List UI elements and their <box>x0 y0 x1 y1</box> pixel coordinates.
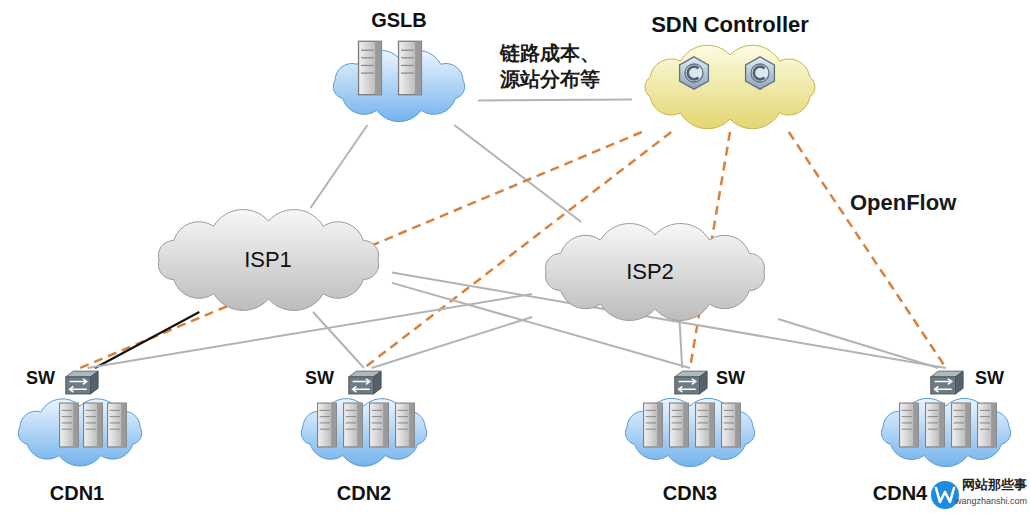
server-icon <box>722 403 741 447</box>
cloud-node: CDN3 <box>612 368 768 505</box>
cloud-outline <box>645 45 815 128</box>
cloud-node: SDN Controller <box>632 12 828 132</box>
node-heading: CDN4 <box>873 481 927 505</box>
switch-label: SW <box>975 368 1004 389</box>
switch-icon <box>675 371 707 394</box>
cloud-node: CDN2 <box>288 368 440 505</box>
node-heading: GSLB <box>371 8 427 32</box>
server-icon <box>644 403 663 447</box>
network-link <box>680 322 683 368</box>
controller-icon <box>746 57 775 89</box>
server-icon <box>696 403 715 447</box>
cloud-outline <box>625 398 754 466</box>
server-icon <box>359 41 382 94</box>
server-icon <box>900 403 919 447</box>
cloud-outline <box>545 224 764 321</box>
watermark-logo <box>931 481 959 509</box>
link-label: OpenFlow <box>850 189 956 218</box>
switch-label: SW <box>305 368 334 389</box>
cloud-outline <box>881 398 1010 466</box>
network-link <box>313 312 364 368</box>
cloud-label: ISP2 <box>626 259 674 285</box>
server-icon <box>344 403 363 447</box>
server-icon <box>926 403 945 447</box>
server-icon <box>318 403 337 447</box>
switch-label: SW <box>26 368 55 389</box>
server-icon <box>978 403 997 447</box>
cloud-node: ISP2 <box>532 222 778 322</box>
controller-icon <box>680 57 709 89</box>
node-heading: SDN Controller <box>651 12 809 38</box>
switch-icon <box>931 371 963 394</box>
cloud-node: CDN1 <box>5 368 155 505</box>
server-icon <box>108 403 127 447</box>
cloud-outline <box>301 399 426 467</box>
server-icon <box>952 403 971 447</box>
node-heading: CDN2 <box>337 481 391 505</box>
network-link <box>778 319 938 368</box>
cloud-label: ISP1 <box>244 247 292 273</box>
switch-icon <box>66 371 98 394</box>
switch-label: SW <box>716 368 745 389</box>
cloud-node: GSLB <box>320 8 478 125</box>
server-icon <box>670 403 689 447</box>
server-icon <box>399 41 422 94</box>
network-link <box>311 125 368 208</box>
watermark-text: wangzhanshi.com <box>955 496 1027 506</box>
network-link <box>454 125 581 222</box>
cloud-outline <box>333 50 464 121</box>
openflow-link <box>789 132 946 368</box>
server-icon <box>396 403 415 447</box>
switch-icon <box>349 371 381 394</box>
network-link <box>478 99 632 102</box>
server-icon <box>60 403 79 447</box>
network-link <box>95 312 199 368</box>
server-icon <box>84 403 103 447</box>
watermark-logo-mark <box>936 488 954 502</box>
openflow-link <box>80 132 642 368</box>
watermark-text: 网站那些事 <box>962 478 1027 493</box>
cloud-outline <box>18 399 141 466</box>
cloud-outline <box>158 210 378 311</box>
server-icon <box>370 403 389 447</box>
link-label: 链路成本、 源站分布等 <box>500 40 610 92</box>
network-link <box>372 317 532 368</box>
node-heading: CDN3 <box>663 481 717 505</box>
node-heading: CDN1 <box>50 481 104 505</box>
cloud-node: ISP1 <box>145 208 392 312</box>
